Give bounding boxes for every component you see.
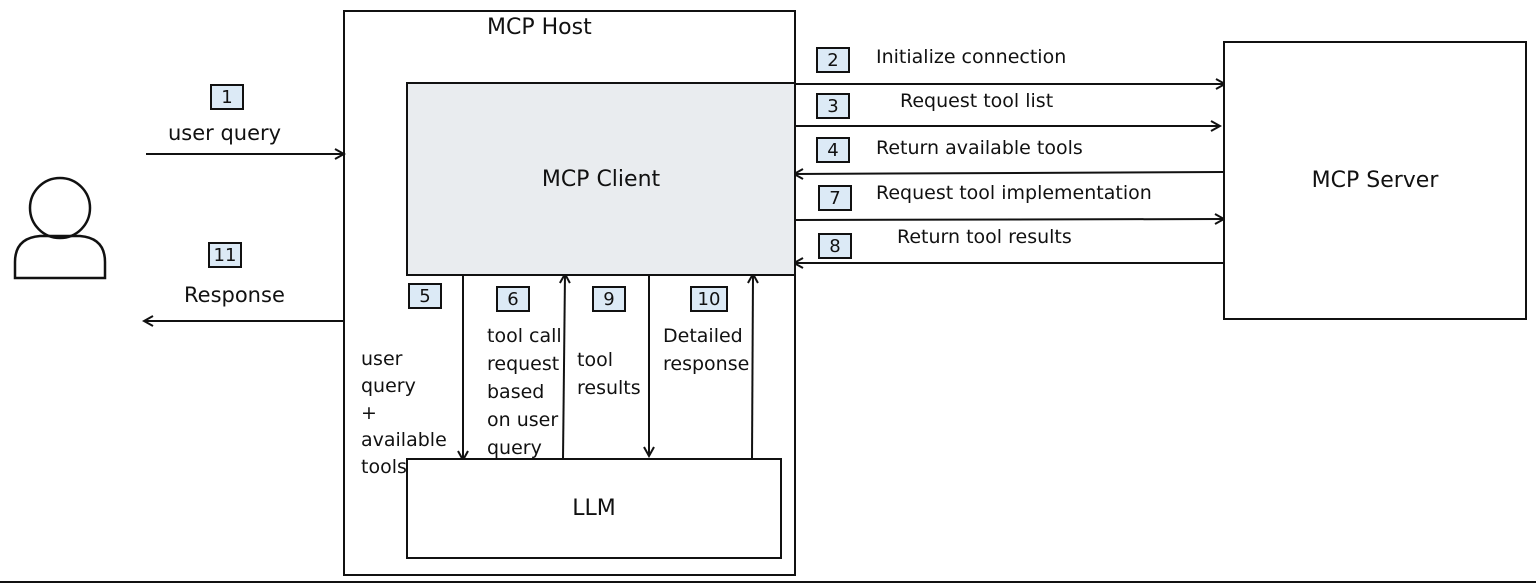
mcp-client-title: MCP Client [541, 166, 661, 192]
step-label-7: Request tool implementation [876, 182, 1152, 204]
step-badge-10: 10 [690, 286, 728, 312]
step-label-2: Initialize connection [876, 46, 1067, 68]
step-label-6: tool call request based on user query [487, 325, 562, 459]
arrow-return-tools [794, 172, 1225, 174]
mcp-client-box: MCP Client [406, 82, 796, 276]
mcp-server-title: MCP Server [1311, 168, 1439, 193]
step-badge-8: 8 [818, 233, 852, 259]
llm-box: LLM [406, 458, 782, 559]
step-label-10: Detailed response [663, 325, 750, 375]
arrow-10 [752, 274, 753, 460]
step-badge-11: 11 [208, 242, 242, 268]
arrow-request-impl [795, 219, 1224, 220]
step-badge-4: 4 [816, 137, 850, 163]
mcp-host-title: MCP Host [487, 15, 592, 40]
step-label-1: user query [168, 121, 282, 145]
arrow-6 [563, 274, 565, 460]
llm-title: LLM [572, 496, 616, 521]
step-label-9: tool results [577, 349, 641, 399]
mcp-server-box: MCP Server [1223, 41, 1527, 320]
step-label-11: Response [184, 283, 285, 307]
step-badge-2: 2 [816, 47, 850, 73]
step-label-8: Return tool results [897, 226, 1072, 248]
step-badge-1: 1 [210, 84, 244, 110]
step-label-4: Return available tools [876, 137, 1083, 159]
step-badge-3: 3 [816, 93, 850, 119]
user-icon [13, 176, 107, 280]
mcp-host-box [343, 10, 796, 576]
step-badge-6: 6 [496, 286, 530, 312]
step-badge-5: 5 [408, 283, 442, 309]
step-badge-9: 9 [592, 286, 626, 312]
step-badge-7: 7 [818, 185, 852, 211]
step-label-5: user query + available tools [361, 348, 447, 478]
step-label-3: Request tool list [900, 90, 1054, 112]
